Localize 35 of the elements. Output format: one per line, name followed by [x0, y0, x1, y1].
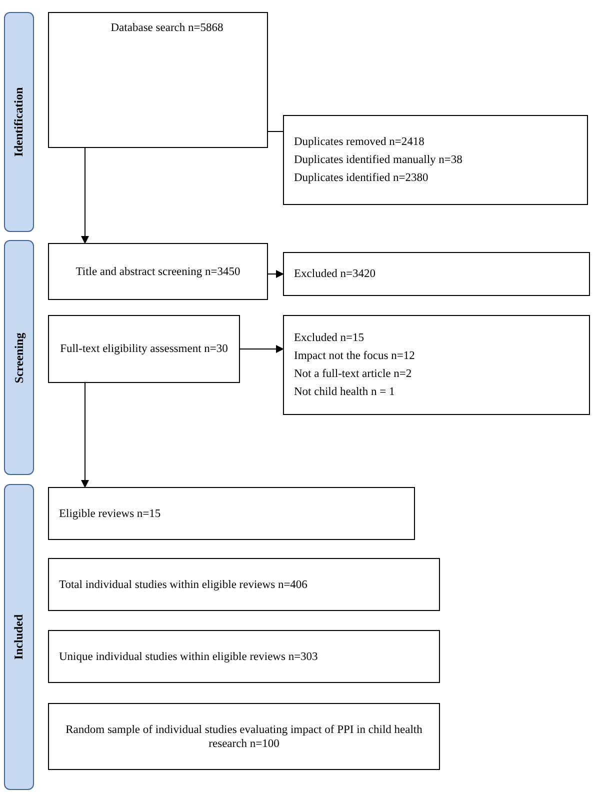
box-text: Excluded n=3420: [294, 267, 376, 281]
box-text: Eligible reviews n=15: [59, 506, 161, 520]
process-box: [48, 315, 240, 383]
process-box: [283, 115, 588, 205]
box-text: Random sample of individual studies evaluating impact of PPI in child health research n=100: [64, 722, 424, 750]
box-text: Title and abstract screening n=3450: [76, 264, 240, 278]
process-box: [48, 12, 268, 148]
stage-band: [4, 240, 34, 475]
box-text: Database search n=5868: [110, 21, 224, 35]
process-box: [48, 243, 268, 300]
box-text: Excluded n=15: [294, 331, 364, 345]
process-box: [48, 487, 415, 540]
box-text: Full-text eligibility assessment n=30: [60, 342, 228, 356]
box-text: Total individual studies within eligible reviews n=406: [59, 578, 308, 592]
connector-arrow: [81, 382, 89, 488]
box-text: Unique individual studies within eligible reviews n=303: [59, 650, 318, 664]
stage-label: Screening: [11, 332, 27, 383]
stage-label: Included: [11, 614, 27, 660]
process-box: [48, 558, 440, 611]
process-box: [283, 315, 590, 415]
process-box: [48, 703, 440, 770]
box-text: Not child health n = 1: [294, 385, 395, 399]
connector-arrow: [268, 270, 284, 278]
connector-arrow: [81, 148, 89, 244]
box-text: Impact not the focus n=12: [294, 349, 415, 363]
process-box: [283, 252, 590, 296]
stage-band: [4, 484, 34, 790]
box-text: Not a full-text article n=2: [294, 367, 412, 381]
box-text: Duplicates identified manually n=38: [294, 153, 462, 167]
connector-arrow: [240, 345, 284, 353]
process-box: [48, 630, 440, 683]
stage-band: [4, 12, 34, 232]
box-text: Duplicates removed n=2418: [294, 135, 424, 149]
stage-label: Identification: [11, 87, 27, 157]
box-text: Duplicates identified n=2380: [294, 171, 428, 185]
